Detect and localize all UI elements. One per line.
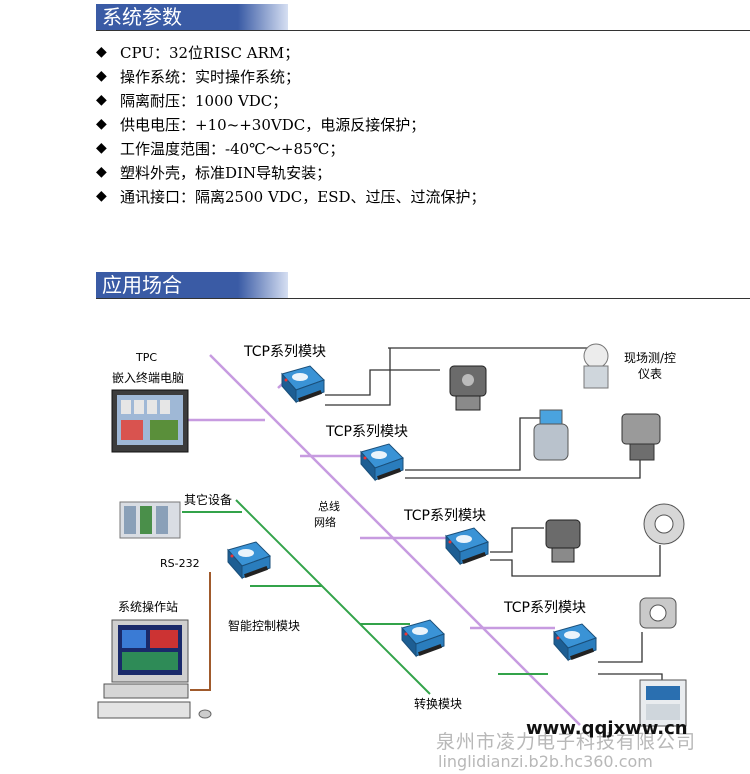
tpc-label: TPC	[135, 351, 157, 364]
actuator-icon	[545, 519, 581, 563]
tpc-sub-label: 嵌入终端电脑	[112, 370, 184, 385]
diamond-icon: ◆	[96, 92, 107, 108]
valve-body-icon	[643, 503, 685, 545]
domain-watermark: linglidianzi.b2b.hc360.com	[438, 752, 653, 771]
section-title: 应用场合	[96, 272, 238, 298]
tcp-module-icon	[281, 365, 325, 403]
converter-label: 转换模块	[414, 696, 462, 711]
list-item: ◆塑料外壳，标准DIN导轨安装；	[96, 163, 332, 182]
tcp-module-icon	[553, 623, 597, 661]
diamond-icon: ◆	[96, 44, 107, 60]
smart-module-label: 智能控制模块	[228, 618, 300, 633]
fieldbus-bus	[182, 499, 548, 695]
diamond-icon: ◆	[96, 164, 107, 180]
tcp-module-label: TCP系列模块	[325, 424, 408, 440]
list-item: ◆CPU：32位RISC ARM；	[96, 43, 300, 62]
field-instrument-label: 现场测/控	[624, 351, 676, 365]
spec-list: ◆CPU：32位RISC ARM； ◆操作系统：实时操作系统； ◆隔离耐压：10…	[96, 40, 486, 208]
tcp-module-icon	[360, 443, 404, 481]
list-item: ◆通讯接口：隔离2500 VDC，ESD、过压、过流保护；	[96, 187, 486, 206]
smart-control-module-icon	[227, 541, 271, 579]
bus-label: 总线	[318, 499, 340, 513]
tcp-module-icon	[445, 527, 489, 565]
ethernet-bus	[186, 354, 581, 726]
diamond-icon: ◆	[96, 116, 107, 132]
diamond-icon: ◆	[96, 68, 107, 84]
tcp-module-label: TCP系列模块	[243, 344, 326, 360]
section-divider	[96, 298, 750, 299]
field-instrument-label: 仪表	[638, 367, 662, 381]
tcp-module-label: TCP系列模块	[503, 600, 586, 616]
actuator-icon	[449, 365, 487, 411]
diamond-icon: ◆	[96, 188, 107, 204]
pressure-transmitter-icon	[583, 343, 609, 389]
tcp-module-label: TCP系列模块	[403, 508, 486, 524]
list-item: ◆供电电压：+10~+30VDC，电源反接保护；	[96, 115, 426, 134]
list-item: ◆工作温度范围：-40℃～+85℃；	[96, 139, 345, 158]
other-device-icon	[119, 501, 181, 539]
other-device-label: 其它设备	[184, 492, 232, 507]
list-item: ◆操作系统：实时操作系统；	[96, 67, 301, 86]
bus-label: 网络	[314, 515, 336, 529]
section-title: 系统参数	[96, 4, 238, 30]
signal-wires	[325, 347, 663, 700]
rs232-cable	[190, 572, 211, 691]
valve-body-icon	[639, 597, 677, 629]
converter-module-icon	[401, 619, 445, 657]
url-watermark: www.qqjxww.cn	[526, 718, 688, 739]
company-watermark: 泉州市凌力电子科技有限公司	[436, 731, 697, 753]
rs232-label: RS-232	[160, 557, 200, 570]
valve-actuator-icon	[621, 413, 661, 461]
operator-station-icon	[97, 619, 212, 719]
controller-panel-icon	[639, 679, 687, 727]
tpc-computer-icon	[111, 389, 189, 453]
diamond-icon: ◆	[96, 140, 107, 156]
section-divider	[96, 30, 750, 31]
section-header-applications: 应用场合	[96, 272, 288, 298]
section-header-params: 系统参数	[96, 4, 288, 30]
list-item: ◆隔离耐压：1000 VDC；	[96, 91, 288, 110]
flowmeter-icon	[533, 409, 569, 461]
operator-station-label: 系统操作站	[118, 599, 178, 614]
